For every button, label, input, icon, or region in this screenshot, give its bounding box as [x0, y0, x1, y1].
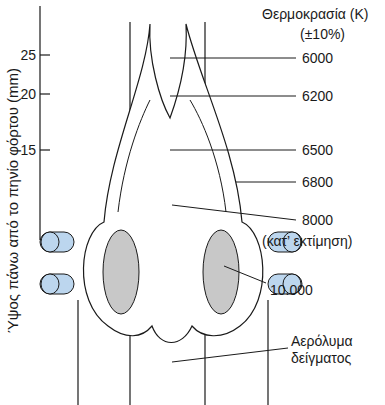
leader-line	[172, 348, 288, 362]
axis-tick	[40, 93, 50, 94]
temperature-label: 8000	[302, 212, 333, 229]
isotherm-line	[118, 100, 150, 212]
hot-zone	[103, 230, 139, 314]
outer-tube	[267, 300, 268, 405]
outer-tube	[77, 300, 78, 405]
axis-title: Ύψος πάνω από το πηνίο φόρτου (mm)	[4, 67, 22, 332]
column-heading: Θερμοκρασία (K)	[262, 6, 368, 23]
height-axis	[39, 6, 40, 240]
leader-line	[236, 182, 296, 183]
temperature-label: 10.000	[270, 282, 313, 299]
temperature-label: (κατ’ εκτίμηση)	[262, 233, 352, 250]
tick-label: 15	[20, 142, 36, 159]
temperature-label: 6800	[302, 174, 333, 191]
temperature-label: 6200	[302, 88, 333, 105]
hot-zone	[203, 230, 239, 314]
leader-line	[224, 266, 266, 283]
plasma-outline	[83, 24, 262, 343]
temperature-label: 6000	[302, 50, 333, 67]
coil-turn	[40, 232, 74, 252]
leader-line	[170, 58, 296, 59]
tick-label: 20	[20, 86, 36, 103]
part-label: Αερόλυμα δείγματος	[291, 333, 381, 367]
temperature-label: 6500	[302, 142, 333, 159]
coil-end	[41, 274, 59, 294]
axis-tick	[40, 149, 50, 150]
isotherm-line	[190, 100, 226, 212]
coil-end	[41, 232, 59, 252]
leader-line	[170, 96, 296, 97]
axis-tick	[40, 54, 50, 55]
leader-line	[172, 205, 296, 220]
column-heading: (±10%)	[300, 26, 345, 43]
tick-label: 25	[20, 47, 36, 64]
coil-turn	[40, 274, 74, 294]
leader-line	[170, 150, 296, 151]
